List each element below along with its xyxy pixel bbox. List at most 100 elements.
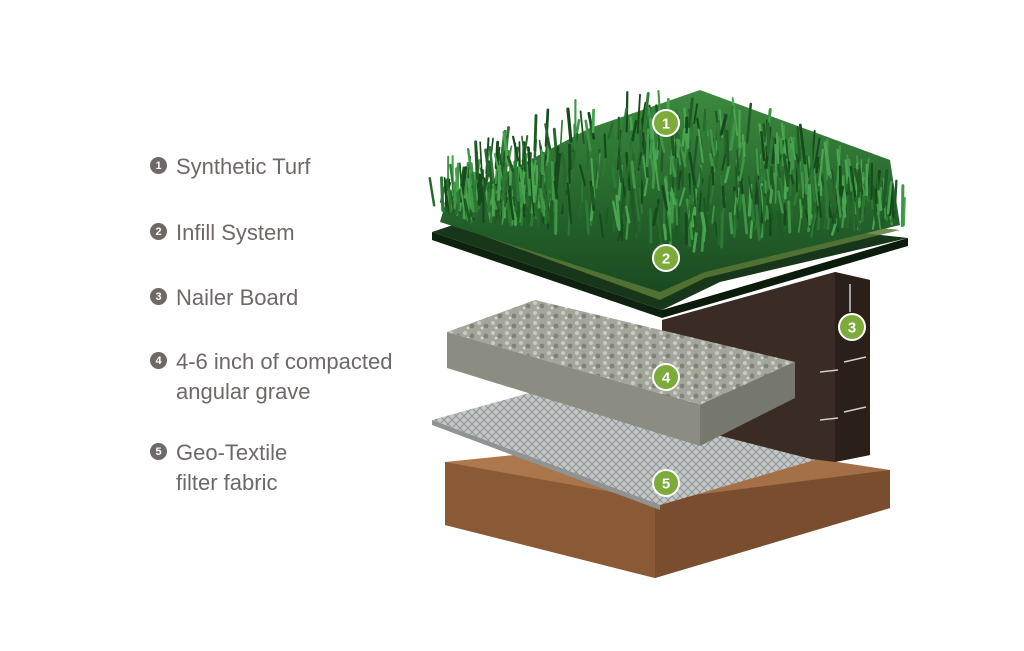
grass-blade xyxy=(860,195,866,223)
grass-blade xyxy=(813,137,821,169)
grass-blade xyxy=(838,165,843,197)
grass-blade xyxy=(782,153,790,187)
grass-blade xyxy=(633,185,641,222)
grass-blade xyxy=(512,135,520,162)
synthetic-turf xyxy=(428,90,906,292)
grass-blade xyxy=(531,159,537,183)
marker-2: 2 xyxy=(652,244,680,272)
grass-blade xyxy=(798,123,807,165)
grass-blade xyxy=(721,185,726,209)
grass-blade xyxy=(711,205,715,224)
grass-blade xyxy=(815,156,820,174)
grass-blade xyxy=(725,129,730,167)
grass-blade xyxy=(507,189,515,221)
grass-blade xyxy=(719,114,728,136)
grass-blade xyxy=(590,186,596,207)
grass-blade xyxy=(617,224,624,242)
grass-blade xyxy=(642,92,650,133)
grass-blade xyxy=(760,131,766,162)
grass-blade xyxy=(652,198,660,227)
grass-blade xyxy=(477,174,482,206)
grass-blade xyxy=(688,172,692,195)
grass-blade xyxy=(775,132,780,165)
grass-blade xyxy=(639,165,646,186)
grass-blade xyxy=(792,183,801,206)
legend-number-5: 5 xyxy=(150,443,167,460)
grass-blade xyxy=(747,175,753,200)
grass-blade xyxy=(872,185,877,222)
legend-number-1: 1 xyxy=(150,157,167,174)
grass-blade xyxy=(687,97,694,128)
grass-blade xyxy=(692,135,699,176)
grass-blade xyxy=(804,164,808,195)
svg-text:5: 5 xyxy=(662,476,670,493)
grass-blade xyxy=(469,187,475,213)
grass-blade xyxy=(846,195,850,229)
grass-blade xyxy=(464,161,469,195)
grass-blade xyxy=(473,179,478,202)
grass-blade xyxy=(741,193,749,235)
grass-blade xyxy=(530,179,535,217)
grass-blade xyxy=(655,205,663,247)
grass-blade xyxy=(693,215,699,233)
grass-blade xyxy=(482,174,490,193)
grass-blade xyxy=(777,190,784,214)
grass-blade xyxy=(493,153,500,172)
grass-blade xyxy=(688,201,695,225)
grass-blade xyxy=(807,181,813,219)
grass-blade xyxy=(519,192,525,224)
grass-blade xyxy=(526,164,532,196)
grass-blade xyxy=(693,103,698,124)
grass-blade xyxy=(660,146,664,173)
grass-blade xyxy=(822,160,828,198)
grass-blade xyxy=(844,159,850,185)
legend-item-compacted-gravel: 4 4-6 inch of compacted angular grave xyxy=(150,347,392,407)
grass-blade xyxy=(459,185,466,220)
grass-blade xyxy=(502,166,505,202)
grass-blade xyxy=(621,107,628,133)
grass-blade xyxy=(484,148,491,178)
grass-blade xyxy=(549,199,554,228)
grass-blade xyxy=(851,198,856,232)
grass-blade xyxy=(555,146,560,170)
grass-blade xyxy=(706,175,711,212)
grass-blade xyxy=(641,101,648,123)
grass-blade xyxy=(779,137,783,155)
grass-blade xyxy=(681,127,686,147)
svg-text:2: 2 xyxy=(662,251,670,268)
legend-item-infill-system: 2 Infill System xyxy=(150,218,295,248)
grass-blade xyxy=(733,190,738,230)
grass-blade xyxy=(587,111,596,140)
grass-blade xyxy=(513,160,521,202)
grass-blade xyxy=(428,177,436,207)
grass-blade xyxy=(721,147,728,171)
grass-blade xyxy=(749,220,754,239)
grass-blade xyxy=(724,164,731,184)
grass-blade xyxy=(544,108,550,147)
grass-blade xyxy=(787,138,791,164)
grass-blade xyxy=(729,122,737,152)
grass-blade xyxy=(882,169,889,209)
grass-blade xyxy=(789,150,793,175)
grass-blade xyxy=(523,147,527,172)
grass-blade xyxy=(893,179,898,220)
grass-blade xyxy=(728,211,734,235)
marker-1: 1 xyxy=(652,109,680,137)
grass-blade xyxy=(790,136,795,170)
grass-blade xyxy=(662,223,668,241)
grass-blade xyxy=(651,137,658,171)
grass-blade xyxy=(702,197,708,223)
legend-label-infill-system: Infill System xyxy=(176,220,295,245)
legend-item-nailer-board: 3 Nailer Board xyxy=(150,283,298,313)
grass-blade xyxy=(591,108,596,134)
grass-blade xyxy=(502,130,510,167)
grass-blade xyxy=(755,202,761,241)
grass-blade xyxy=(700,211,707,233)
grass-blade xyxy=(778,174,786,206)
grass-blade xyxy=(494,193,503,211)
legend-item-synthetic-turf: 1 Synthetic Turf xyxy=(150,152,311,182)
legend-label-synthetic-turf: Synthetic Turf xyxy=(176,154,311,179)
grass-blade xyxy=(806,155,810,178)
grass-blade xyxy=(678,187,686,207)
grass-blade xyxy=(672,208,681,245)
